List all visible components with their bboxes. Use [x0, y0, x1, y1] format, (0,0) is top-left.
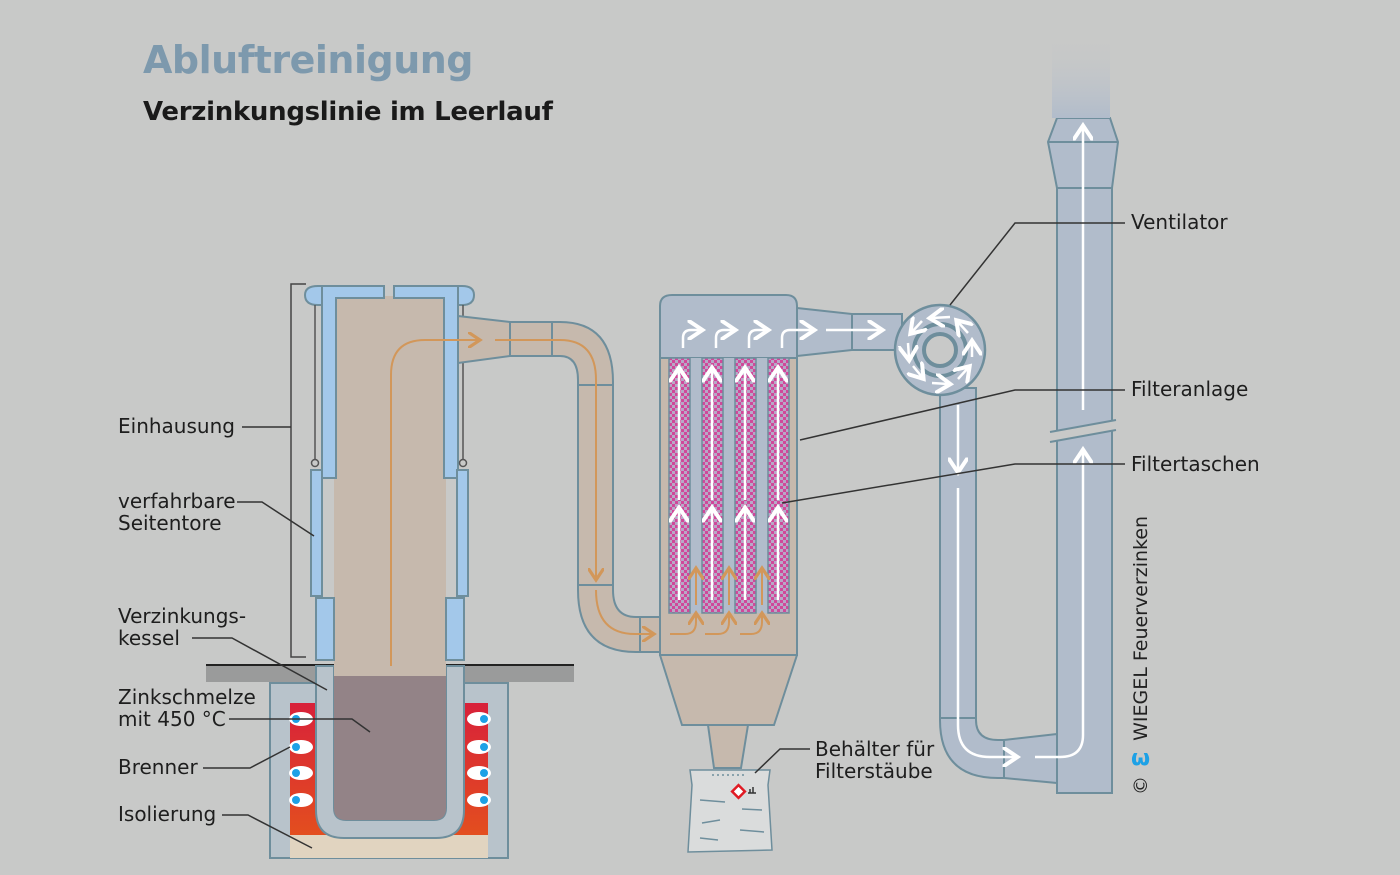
- zinc-melt: [334, 676, 446, 820]
- raw-gas-flow-arrows: [390, 340, 762, 666]
- burner-flame-icon: [467, 712, 491, 726]
- raw-gas-duct: [457, 314, 661, 653]
- copyright-notice: © ω WIEGEL Feuerverzinken: [1128, 516, 1153, 795]
- zinc-kettle: [315, 665, 465, 839]
- enclosure-bracket: [290, 283, 306, 658]
- label-isolierung: Isolierung: [118, 802, 217, 826]
- label-filtertaschen: Filtertaschen: [1131, 452, 1260, 476]
- chimney-break: [1049, 419, 1117, 443]
- side-door-right: [456, 469, 469, 597]
- burners: [289, 712, 491, 807]
- hazard-symbol-icon: [730, 783, 747, 800]
- chimney: [1056, 187, 1113, 794]
- burner-flame-icon: [289, 793, 313, 807]
- clean-gas-flow-arrows: [679, 128, 1083, 757]
- dust-container: [687, 769, 773, 853]
- filter-unit: [659, 294, 798, 769]
- burner-flame-icon: [467, 740, 491, 754]
- copyright-symbol: ©: [1129, 776, 1152, 795]
- label-zinkschmelze: Zinkschmelze mit 450 °C: [118, 685, 256, 731]
- label-filteranlage: Filteranlage: [1131, 377, 1249, 401]
- burner-flame-icon: [289, 766, 313, 780]
- label-seitentore: verfahrbare Seitentore: [118, 489, 236, 535]
- label-ventilator: Ventilator: [1131, 210, 1228, 234]
- exhaust-plume: [1052, 30, 1110, 118]
- burner-flame-icon: [467, 793, 491, 807]
- label-behaelter: Behälter für Filterstäube: [815, 737, 935, 783]
- diagram-subtitle: Verzinkungslinie im Leerlauf: [143, 97, 553, 127]
- diagram-title: Abluftreinigung: [143, 38, 474, 82]
- hopper-outlet: [706, 724, 750, 769]
- side-door-left: [310, 469, 323, 597]
- label-einhausung: Einhausung: [118, 414, 235, 438]
- label-brenner: Brenner: [118, 755, 198, 779]
- burner-flame-icon: [467, 766, 491, 780]
- fan-icon: [893, 303, 987, 397]
- environment-symbol-icon: [748, 787, 756, 794]
- copyright-text: WIEGEL Feuerverzinken: [1129, 515, 1152, 741]
- burner-flame-icon: [289, 740, 313, 754]
- insulation-layer: [290, 835, 488, 858]
- leader-lines: [192, 222, 1125, 849]
- enclosure-housing: [303, 285, 476, 661]
- wiegel-logo-icon: ω: [1130, 745, 1151, 771]
- clean-gas-chamber: [659, 294, 798, 359]
- label-verzinkungskessel: Verzinkungs- kessel: [118, 604, 247, 650]
